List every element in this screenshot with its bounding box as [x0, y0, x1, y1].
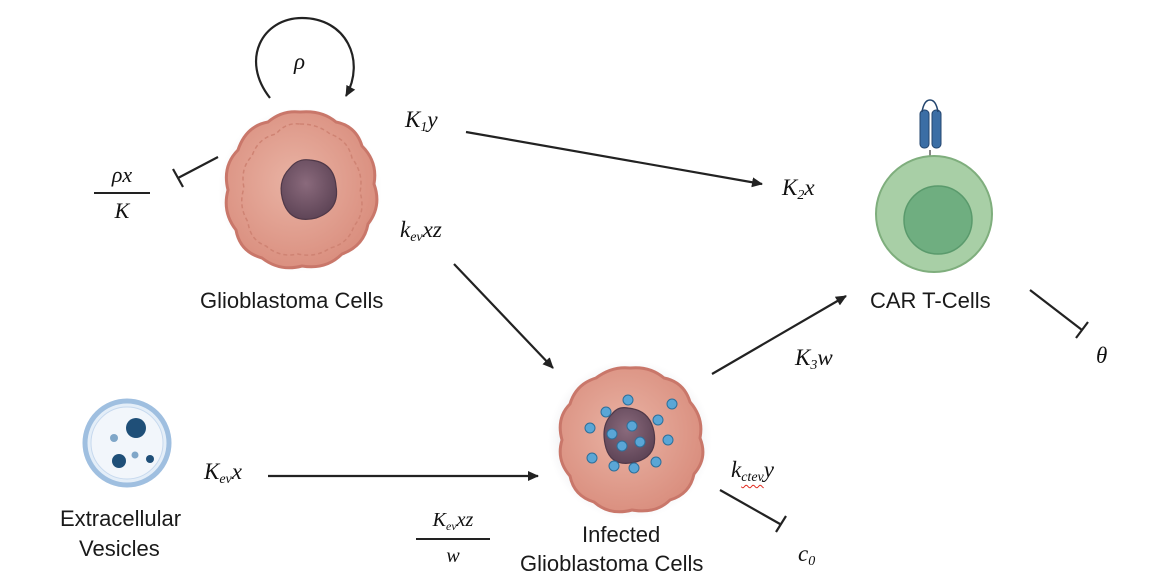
rho-label: ρ: [294, 49, 306, 74]
car-t-cell-icon: [875, 99, 993, 273]
kctev-label: kctevy: [731, 457, 774, 485]
theta-label: θ: [1096, 343, 1108, 368]
c0-inhibit-bar: [775, 515, 787, 533]
c0-label: c0: [798, 541, 816, 569]
infection-numerator: Kevxz: [432, 509, 474, 533]
logistic-inhibit-bar: [172, 168, 184, 188]
infection-denominator: w: [446, 544, 460, 567]
kevxz-arrow: [453, 263, 554, 369]
kevxz-label: kevxz: [400, 217, 442, 245]
k1y-label: K1y: [405, 107, 438, 135]
theta-inhibit-line: [1029, 289, 1083, 331]
infection-fraction-bar: [416, 538, 490, 540]
logistic-numerator: ρx: [111, 162, 133, 187]
infected-label-line1: Infected: [582, 522, 661, 547]
extracellular-vesicle-icon: [82, 398, 172, 488]
glioblastoma-cell-icon: [218, 108, 382, 272]
proliferation-loop-arrow: [254, 16, 356, 99]
infection-fraction: Kevxz w: [416, 510, 490, 566]
infected-glioblastoma-cell-icon: [548, 360, 712, 520]
glioblastoma-label: Glioblastoma Cells: [200, 288, 384, 313]
theta-inhibit-bar: [1075, 321, 1089, 339]
logistic-fraction: ρx K: [94, 164, 150, 222]
c0-inhibit-line: [719, 489, 781, 525]
vesicles-label-line2: Vesicles: [79, 536, 160, 561]
k3w-label: K3w: [795, 345, 833, 373]
kevx-label: Kevx: [204, 459, 242, 487]
k2x-label: K2x: [782, 175, 815, 203]
logistic-denominator: K: [114, 197, 130, 223]
vesicles-label-line1: Extracellular: [60, 506, 182, 531]
k1y-arrow: [465, 130, 763, 188]
logistic-fraction-bar: [94, 192, 150, 194]
k3w-arrow: [711, 295, 847, 375]
logistic-inhibit-line: [177, 156, 219, 179]
infected-label-line2: Glioblastoma Cells: [520, 551, 704, 576]
car-t-label: CAR T-Cells: [870, 288, 991, 313]
